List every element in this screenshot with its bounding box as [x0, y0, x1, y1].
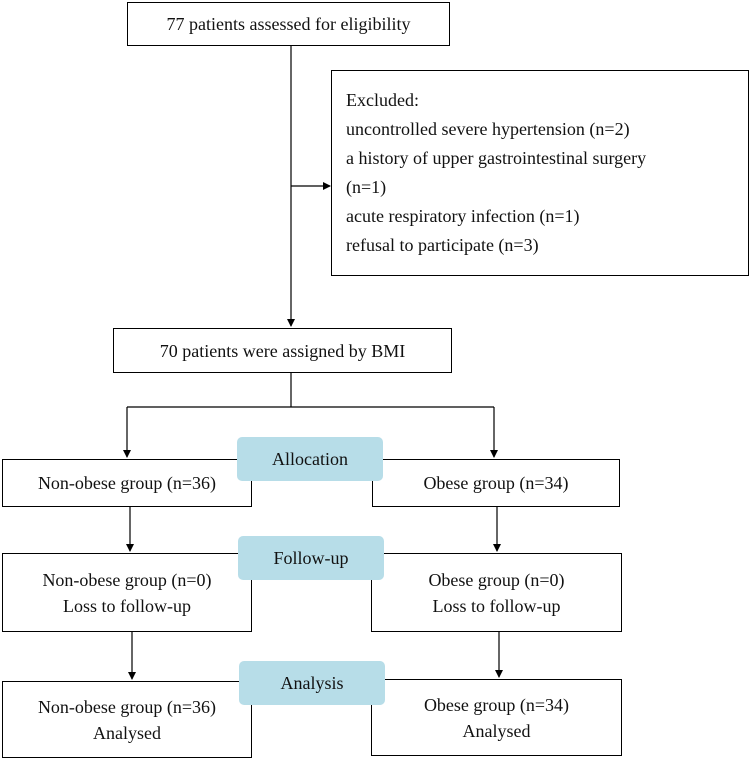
- analysis-left-line2: Analysed: [93, 722, 161, 743]
- excluded-reason-hypertension: uncontrolled severe hypertension (n=2): [346, 119, 630, 139]
- excluded-reason-gi-surgery: a history of upper gastrointestinal surg…: [346, 148, 647, 168]
- excluded-box: Excluded: uncontrolled severe hypertensi…: [331, 70, 749, 276]
- analysis-right-box: Obese group (n=34) Analysed: [371, 679, 622, 756]
- follow-right-line1: Obese group (n=0): [428, 569, 565, 590]
- follow-right-line2: Loss to follow-up: [432, 595, 561, 616]
- follow-left-line1: Non-obese group (n=0): [42, 569, 212, 590]
- alloc-right-text: Obese group (n=34): [423, 473, 569, 493]
- alloc-left-box: Non-obese group (n=36): [2, 459, 252, 507]
- stage-allocation-label: Allocation: [272, 448, 348, 469]
- assigned-box: 70 patients were assigned by BMI: [113, 328, 452, 373]
- assigned-text: 70 patients were assigned by BMI: [159, 340, 406, 361]
- excluded-reason-respiratory: acute respiratory infection (n=1): [346, 206, 580, 226]
- assessed-box: 77 patients assessed for eligibility: [127, 2, 450, 46]
- stage-analysis: Analysis: [239, 661, 385, 705]
- stage-analysis-label: Analysis: [280, 672, 344, 693]
- stage-follow-up: Follow-up: [238, 536, 384, 580]
- alloc-left-text: Non-obese group (n=36): [37, 473, 217, 493]
- assessed-text: 77 patients assessed for eligibility: [166, 14, 411, 34]
- analysis-right-line1: Obese group (n=34): [423, 694, 570, 715]
- stage-follow-up-label: Follow-up: [273, 547, 349, 568]
- analysis-left-line1: Non-obese group (n=36): [37, 696, 217, 717]
- excluded-reason-gi-surgery-count: (n=1): [346, 177, 387, 197]
- follow-left-line2: Loss to follow-up: [63, 595, 191, 616]
- analysis-left-box: Non-obese group (n=36) Analysed: [2, 681, 252, 758]
- alloc-right-box: Obese group (n=34): [372, 459, 620, 507]
- follow-right-box: Obese group (n=0) Loss to follow-up: [371, 553, 622, 632]
- excluded-reason-refusal: refusal to participate (n=3): [346, 235, 539, 255]
- analysis-right-line2: Analysed: [462, 720, 531, 741]
- follow-left-box: Non-obese group (n=0) Loss to follow-up: [2, 553, 252, 632]
- excluded-heading: Excluded:: [346, 90, 419, 110]
- stage-allocation: Allocation: [237, 437, 383, 481]
